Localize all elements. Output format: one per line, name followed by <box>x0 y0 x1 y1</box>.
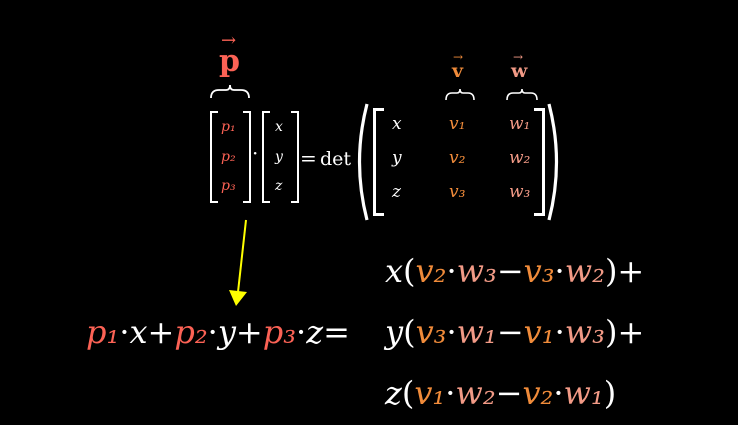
matrix-p-entry: p₁ <box>221 119 236 135</box>
matrix-p-left-bracket <box>210 111 218 203</box>
vector-w-label: → w <box>511 50 528 82</box>
det-matrix-entry: z <box>392 182 401 202</box>
expansion-row-2: y(v₃·w₁−v₁·w₃)+ <box>385 313 645 351</box>
det-matrix-entry: w₃ <box>509 182 531 202</box>
expansion-row-1: x(v₂·w₃−v₃·w₂)+ <box>385 252 645 290</box>
expansion-row-3: z(v₁·w₂−v₂·w₁) <box>385 374 617 412</box>
det-matrix-right-bracket <box>534 108 545 216</box>
det-matrix-entry: w₂ <box>509 148 531 168</box>
vector-arrow-icon: → <box>453 50 464 64</box>
matrix-p-entry: p₂ <box>221 149 236 165</box>
det-matrix-left-bracket <box>373 108 384 216</box>
matrix-xyz-entry: y <box>275 149 283 165</box>
matrix-xyz-right-bracket <box>291 111 299 203</box>
yellow-arrow-icon <box>229 219 247 306</box>
vector-arrow-icon: → <box>513 50 524 64</box>
vector-v-label: → v <box>452 50 464 82</box>
matrix-xyz-left-bracket <box>262 111 270 203</box>
det-operator: det <box>320 148 352 170</box>
matrix-xyz-entry: z <box>275 178 283 194</box>
dot-product-symbol: · <box>252 141 259 165</box>
det-matrix-entry: v₁ <box>449 114 466 134</box>
det-matrix-entry: v₃ <box>449 182 466 202</box>
expanded-lhs: p₁·x+p₂·y+p₃·z= <box>86 313 350 351</box>
matrix-p-right-bracket <box>243 111 251 203</box>
matrix-p-entry: p₃ <box>221 178 236 194</box>
det-matrix-entry: x <box>392 114 402 134</box>
vector-p-label: → p <box>219 30 240 79</box>
equals-sign: = <box>300 146 317 170</box>
brace-v-icon <box>445 88 475 101</box>
matrix-xyz-entry: x <box>275 119 283 135</box>
det-matrix-entry: y <box>392 148 402 168</box>
vector-arrow-icon: → <box>221 30 237 51</box>
det-left-paren-icon <box>357 103 369 221</box>
brace-w-icon <box>506 88 538 101</box>
det-matrix-entry: v₂ <box>449 148 466 168</box>
det-matrix-entry: w₁ <box>509 114 531 134</box>
det-right-paren-icon <box>547 103 559 221</box>
brace-p-icon <box>210 84 250 99</box>
